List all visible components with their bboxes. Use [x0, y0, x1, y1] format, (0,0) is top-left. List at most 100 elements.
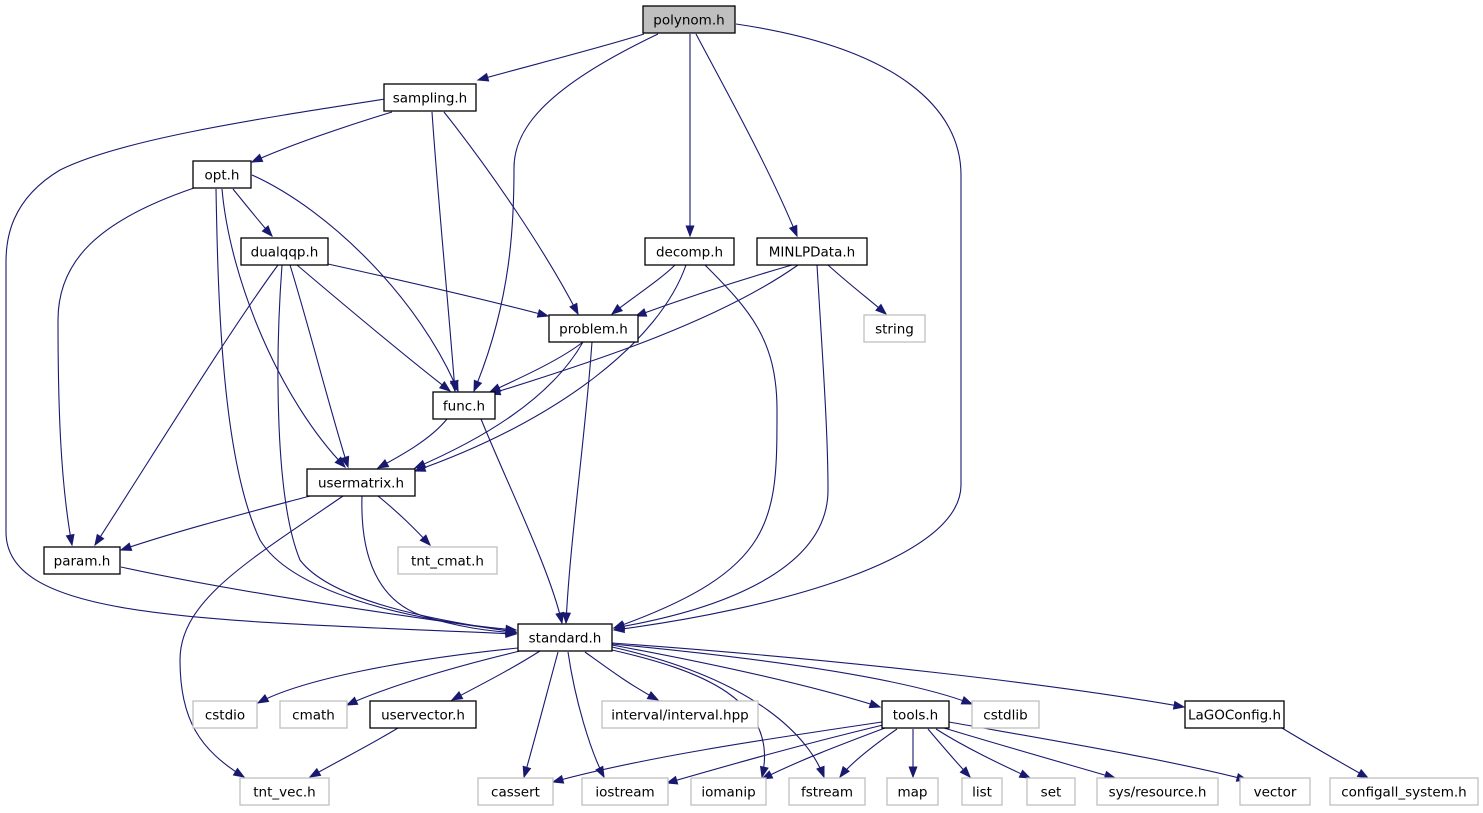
edge-func-to-usermatrix — [376, 418, 448, 469]
edge-problem-to-usermatrix — [413, 341, 584, 469]
node-box — [192, 700, 258, 729]
node-label: param.h — [54, 554, 111, 570]
node-box — [548, 314, 639, 343]
edge-usermatrix-to-param — [119, 495, 311, 551]
edge-dualqqp-to-usermatrix — [289, 264, 350, 469]
node-box — [240, 237, 329, 266]
arrowhead — [1356, 768, 1370, 779]
arrowhead — [561, 612, 572, 625]
edge-line — [251, 111, 393, 163]
edge-standard-to-cmath — [345, 650, 521, 706]
node-label: cstdio — [205, 708, 245, 724]
edge-opt-to-param — [57, 187, 195, 547]
node-param[interactable]: param.h — [43, 546, 121, 575]
edge-line — [635, 264, 793, 317]
node-lagoconfig[interactable]: LaGOConfig.h — [1184, 700, 1285, 729]
edge-line — [611, 264, 676, 315]
node-label: decomp.h — [656, 245, 723, 261]
edge-line — [948, 721, 1248, 781]
edge-line — [552, 721, 883, 783]
node-box — [477, 777, 554, 806]
edge-usermatrix-to-tnt_vec — [179, 495, 344, 778]
edge-line — [480, 418, 563, 624]
edge-line — [611, 643, 973, 705]
edge-line — [296, 264, 451, 392]
arrowhead — [345, 696, 359, 706]
edge-problem-to-standard — [561, 341, 593, 625]
arrowhead — [759, 765, 769, 779]
node-decomp[interactable]: decomp.h — [644, 237, 735, 266]
arrowhead — [419, 534, 431, 547]
edge-line — [377, 495, 431, 546]
node-label: tnt_cmat.h — [411, 554, 484, 570]
edge-tools-to-list — [927, 728, 971, 779]
arrowhead — [476, 72, 490, 82]
node-standard[interactable]: standard.h — [517, 623, 613, 652]
node-map: map — [886, 777, 939, 806]
edge-line — [473, 33, 659, 392]
arrowhead — [504, 626, 518, 635]
node-layer: polynom.h sampling.h opt.h dualqqp.h decomp.… — [43, 5, 1479, 806]
node-box — [306, 468, 416, 497]
edge-line — [179, 495, 344, 778]
node-label: LaGOConfig.h — [1188, 708, 1281, 724]
node-minlpdata[interactable]: MINLPData.h — [756, 237, 868, 266]
arrowhead — [816, 765, 825, 779]
arrowhead — [551, 774, 565, 784]
node-sampling[interactable]: sampling.h — [383, 83, 477, 112]
arrowhead — [685, 225, 695, 238]
edge-tools-to-fstream — [839, 728, 898, 779]
node-box — [690, 777, 767, 806]
edge-line — [327, 263, 549, 317]
node-label: string — [875, 322, 914, 338]
node-box — [1026, 777, 1076, 806]
node-tools[interactable]: tools.h — [881, 700, 950, 729]
node-opt[interactable]: opt.h — [192, 160, 252, 189]
arrowhead — [634, 308, 648, 317]
node-box — [1329, 777, 1479, 806]
node-label: sampling.h — [393, 91, 468, 107]
edge-standard-to-cassert — [522, 651, 559, 779]
node-set: set — [1026, 777, 1076, 806]
edge-line — [5, 98, 517, 635]
edge-tools-to-set — [935, 728, 1032, 779]
edge-line — [613, 264, 778, 629]
edge-line — [523, 651, 559, 778]
node-box — [1096, 777, 1219, 806]
arrowhead — [612, 621, 626, 631]
node-label: usermatrix.h — [318, 476, 404, 492]
edge-layer — [5, 23, 1370, 785]
edge-polynom-to-func — [473, 33, 659, 393]
node-polynom[interactable]: polynom.h — [642, 5, 736, 34]
node-box — [1239, 777, 1311, 806]
node-box — [601, 700, 759, 729]
edge-line — [1281, 727, 1369, 779]
edge-line — [289, 264, 349, 468]
edge-line — [277, 264, 517, 633]
node-label: vector — [1254, 785, 1297, 801]
node-label: polynom.h — [653, 13, 724, 29]
node-uservector[interactable]: uservector.h — [369, 700, 477, 729]
edge-standard-to-interval — [584, 651, 660, 701]
node-problem[interactable]: problem.h — [548, 314, 639, 343]
arrowhead — [960, 695, 974, 705]
edge-line — [120, 495, 311, 551]
node-box — [886, 777, 939, 806]
edge-tools-to-cassert — [551, 721, 883, 784]
node-box — [642, 5, 736, 34]
node-label: MINLPData.h — [769, 245, 855, 261]
edge-line — [309, 727, 399, 778]
edge-func-to-standard — [480, 418, 565, 625]
edge-dualqqp-to-standard — [277, 264, 518, 636]
node-usermatrix[interactable]: usermatrix.h — [306, 468, 416, 497]
arrowhead — [875, 303, 888, 315]
node-dualqqp[interactable]: dualqqp.h — [240, 237, 329, 266]
edge-sampling-to-problem — [443, 111, 579, 316]
edge-dualqqp-to-param — [94, 264, 279, 547]
edge-line — [346, 650, 521, 706]
node-box — [192, 160, 252, 189]
edge-dualqqp-to-problem — [327, 263, 550, 318]
node-tnt_vec: tnt_vec.h — [239, 777, 330, 806]
node-func[interactable]: func.h — [432, 391, 496, 420]
edge-line — [377, 418, 448, 469]
